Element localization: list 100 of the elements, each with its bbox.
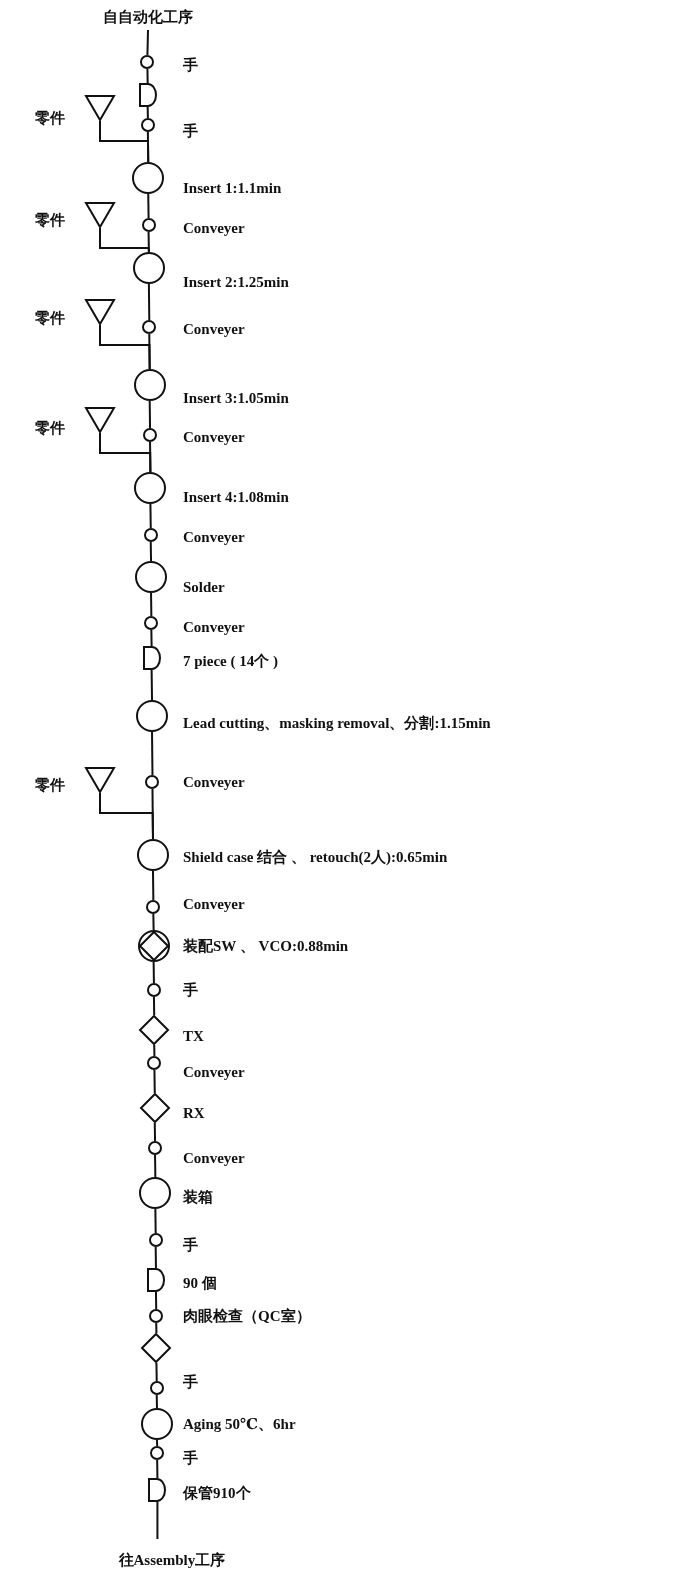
operation-circle (137, 839, 169, 871)
step-label: 保管910个 (183, 1484, 251, 1502)
part-label: 零件 (35, 776, 65, 794)
part-label: 零件 (35, 419, 65, 437)
flow-line (146, 68, 149, 84)
step-label: Conveyer (183, 1063, 245, 1081)
operation-circle (134, 472, 167, 504)
step-label: 手 (183, 981, 198, 999)
storage-triangle (85, 95, 115, 121)
step-label: Conveyer (183, 219, 245, 237)
flow-line (153, 1122, 157, 1142)
flow-line (148, 333, 151, 370)
transport-circle (140, 55, 155, 69)
flow-line (152, 913, 155, 931)
flow-line (152, 996, 156, 1016)
flow-line (151, 788, 154, 840)
part-label: 零件 (35, 109, 65, 127)
delay-symbol (148, 1478, 167, 1502)
operation-circle (139, 1177, 172, 1209)
storage-triangle (85, 407, 115, 433)
step-label: TX (183, 1027, 204, 1045)
step-label: 装箱 (183, 1188, 213, 1206)
storage-triangle (85, 767, 115, 793)
storage-triangle (85, 202, 115, 228)
operation-circle (136, 700, 168, 732)
flow-line (150, 669, 153, 701)
storage-triangle (85, 299, 115, 325)
operation-circle (140, 1408, 173, 1440)
flow-line (156, 1459, 159, 1479)
transport-circle (148, 1233, 163, 1247)
step-label: Insert 3:1.05min (183, 389, 289, 407)
flow-line (146, 29, 149, 56)
flow-line (154, 1154, 157, 1178)
step-label: Conveyer (183, 528, 245, 546)
flow-line (149, 541, 153, 562)
flow-line (149, 441, 152, 473)
flow-line (151, 731, 154, 776)
process-label: 往Assembly工序 (118, 1551, 226, 1569)
transport-circle (140, 118, 155, 132)
flow-line (147, 231, 150, 253)
step-label: 手 (183, 122, 198, 140)
flow-line (146, 131, 150, 163)
transport-circle (143, 528, 158, 542)
flow-line (147, 193, 150, 219)
step-label: 手 (183, 1236, 198, 1254)
flow-line (153, 1069, 156, 1094)
process-label: 自自动化工序 (103, 8, 193, 26)
delay-symbol (138, 83, 157, 107)
inspection-diamond (139, 1093, 170, 1123)
transport-circle (147, 1056, 162, 1070)
inspection-diamond (139, 1015, 170, 1045)
operation-circle (132, 252, 165, 284)
flow-line (146, 106, 149, 119)
step-label: Insert 4:1.08min (183, 488, 289, 506)
transport-circle (149, 1381, 164, 1395)
step-label: Conveyer (183, 428, 245, 446)
transport-circle (150, 1446, 165, 1460)
flow-line (149, 503, 152, 529)
step-label: Solder (183, 578, 225, 596)
step-label: Insert 1:1.1min (183, 179, 282, 197)
flow-line (152, 870, 155, 901)
step-label: Conveyer (183, 1149, 245, 1167)
step-label: 手 (183, 1373, 198, 1391)
flow-line (155, 1439, 159, 1447)
step-label: Conveyer (183, 320, 245, 338)
step-label: 装配SW 、 VCO:0.88min (183, 937, 349, 955)
transport-circle (142, 320, 157, 334)
transport-circle (143, 428, 158, 442)
flow-line (154, 1291, 158, 1310)
operation-circle (135, 561, 168, 593)
step-label: Conveyer (183, 895, 245, 913)
step-label: Aging 50℃、6hr (183, 1415, 296, 1433)
transport-circle (144, 616, 159, 630)
step-label: RX (183, 1104, 205, 1122)
transport-circle (146, 900, 161, 914)
transport-circle (141, 218, 156, 232)
flow-line (155, 1322, 158, 1334)
transport-circle (146, 983, 161, 997)
transport-circle (145, 775, 160, 789)
flow-line (152, 961, 155, 984)
step-label: Shield case 结合 、 retouch(2人):0.65min (183, 848, 448, 866)
flow-line (147, 283, 151, 321)
flow-line (148, 400, 152, 429)
transport-circle (148, 1141, 163, 1155)
operation-circle (132, 162, 165, 194)
flow-line (156, 1501, 159, 1540)
part-label: 零件 (35, 309, 65, 327)
step-label: 90 個 (183, 1274, 217, 1292)
flow-line (150, 592, 153, 617)
step-label: Conveyer (183, 773, 245, 791)
flow-line (154, 1208, 157, 1234)
flow-line (150, 629, 153, 647)
step-label: 肉眼检查（QC室） (183, 1307, 311, 1325)
delay-symbol (146, 1268, 165, 1292)
step-label: Conveyer (183, 618, 245, 636)
part-label: 零件 (35, 211, 65, 229)
step-label: 手 (183, 1449, 198, 1467)
step-label: 手 (183, 56, 198, 74)
flow-line (154, 1246, 157, 1269)
operation-inspection-symbol (137, 930, 170, 962)
